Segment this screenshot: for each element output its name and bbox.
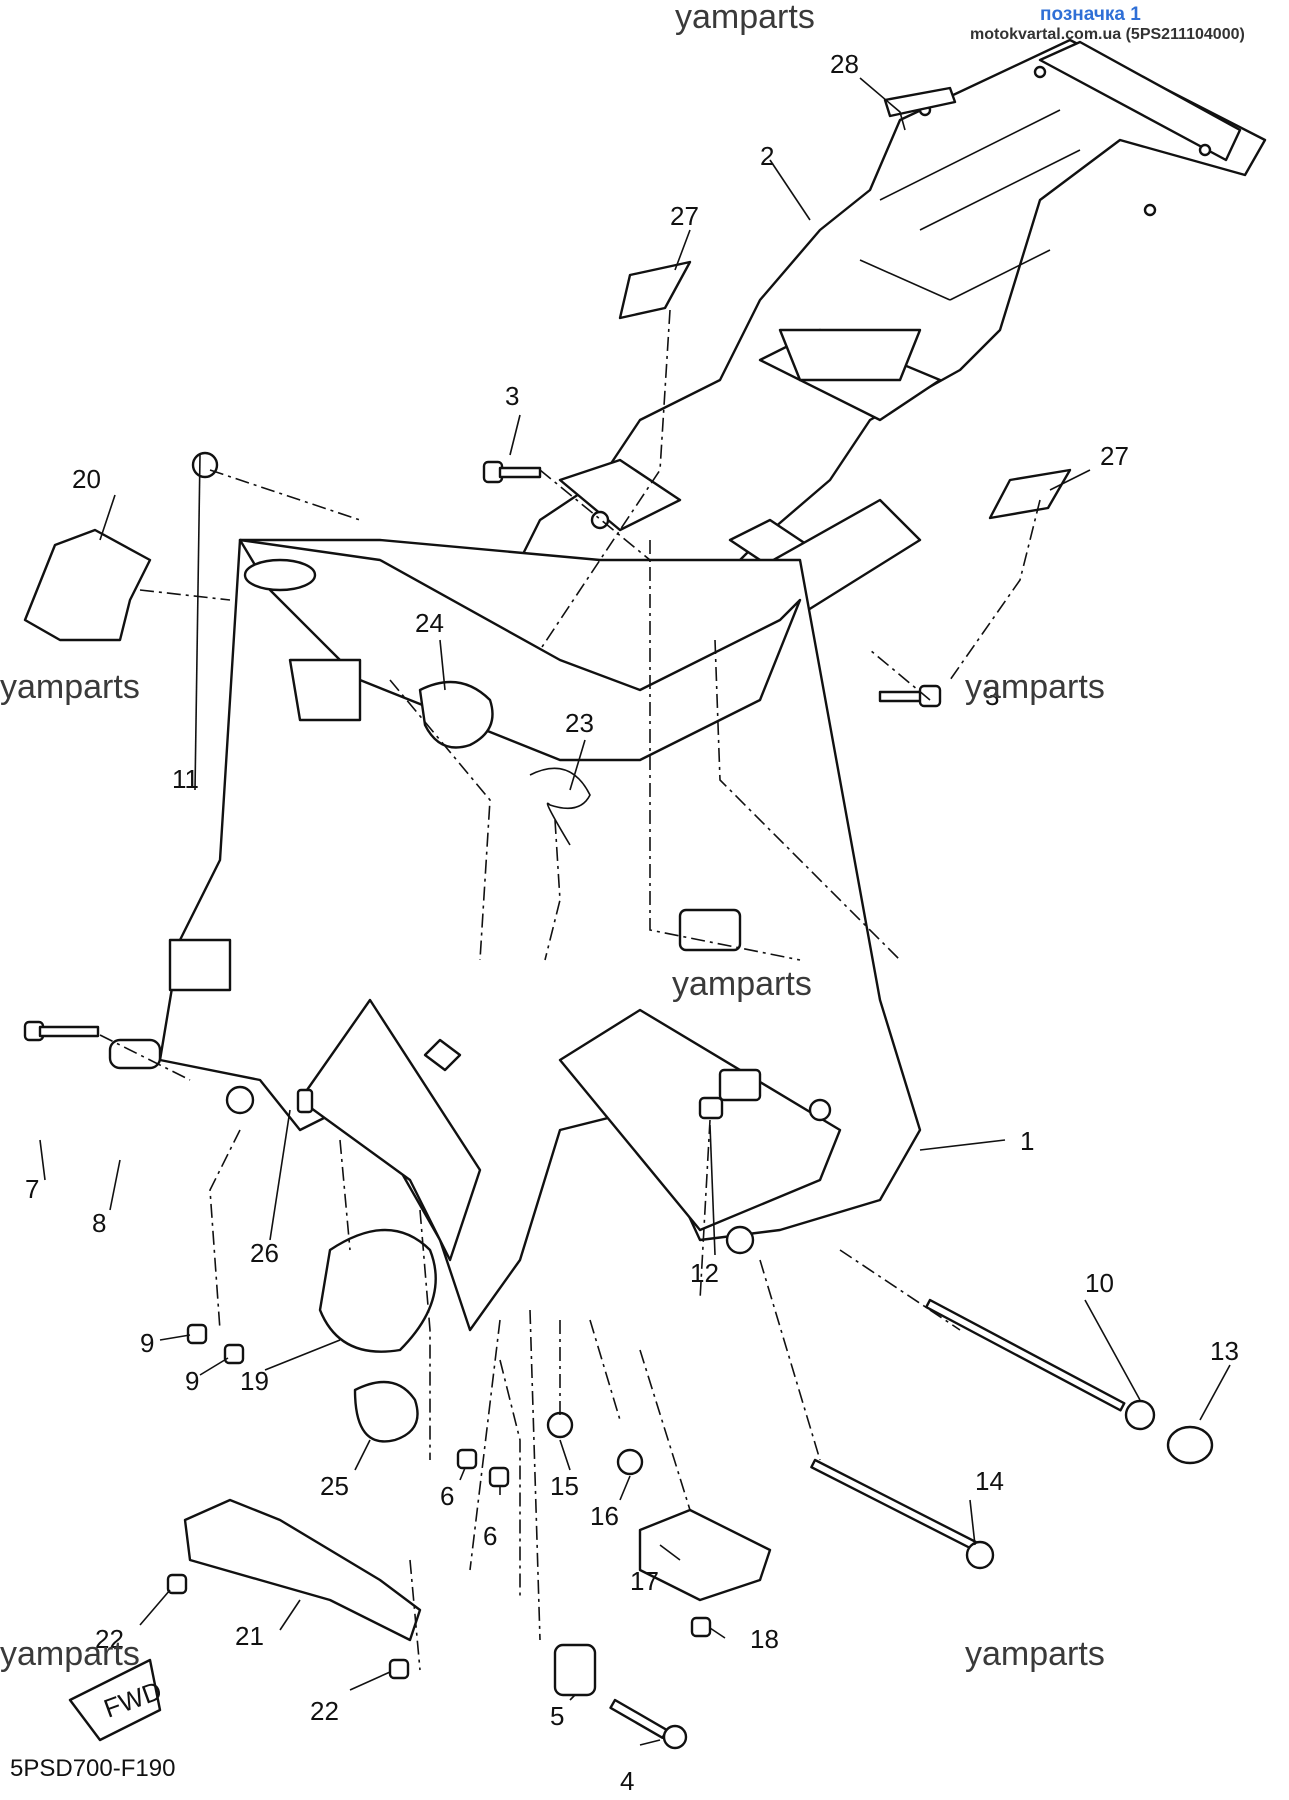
- callout-7: 7: [25, 1174, 39, 1204]
- part-8-collar: [108, 1038, 162, 1070]
- watermark-bottom-right: yamparts: [965, 1635, 1105, 1673]
- part-14-long-bolt: [810, 1458, 995, 1570]
- callout-27-upper: 27: [670, 201, 699, 231]
- callout-15: 15: [550, 1471, 579, 1501]
- part-9-bolt-a: [186, 1323, 208, 1345]
- part-3-bolt-lower: [878, 684, 942, 708]
- callout-13: 13: [1210, 1336, 1239, 1366]
- callout-22-left: 22: [95, 1624, 124, 1654]
- callout-27-right: 27: [1100, 441, 1129, 471]
- callout-10: 10: [1085, 1268, 1114, 1298]
- diagram-code: 5PSD700-F190: [10, 1755, 176, 1782]
- part-7-bolt: [23, 1020, 100, 1042]
- watermarks: yamparts yamparts yamparts yamparts yamp…: [0, 0, 1105, 1673]
- fwd-arrow: [68, 1658, 162, 1742]
- source-label: motokvartal.com.ua (5PS211104000): [970, 26, 1245, 43]
- callout-19: 19: [240, 1366, 269, 1396]
- part-26-fitting: [296, 1088, 314, 1114]
- callout-25: 25: [320, 1471, 349, 1501]
- part-10-long-bolt: [925, 1298, 1156, 1431]
- callout-8: 8: [92, 1208, 106, 1238]
- part-4-bolt: [609, 1698, 688, 1750]
- part-13-cap: [1166, 1425, 1214, 1465]
- leader-lines: [39, 77, 1231, 1746]
- callout-20: 20: [72, 464, 101, 494]
- part-28-pad: [883, 86, 957, 118]
- callout-3-upper: 3: [505, 381, 519, 411]
- part-21-bracket: [183, 1498, 422, 1642]
- callout-9-upper: 9: [140, 1328, 154, 1358]
- callout-18: 18: [750, 1624, 779, 1654]
- part-6-bolt-a: [456, 1448, 478, 1470]
- part-22-bolt-a: [166, 1573, 188, 1595]
- part-20-boot: [23, 528, 152, 642]
- part-11-nut: [191, 451, 219, 479]
- part-15-nut: [546, 1411, 574, 1439]
- part-12-bolt: [698, 1096, 724, 1120]
- callout-28: 28: [830, 49, 859, 79]
- callout-6-left: 6: [440, 1481, 454, 1511]
- watermark-right: yamparts: [965, 668, 1105, 706]
- part-23-cable-tie: [529, 767, 591, 846]
- callout-26: 26: [250, 1238, 279, 1268]
- part-24-clamp: [418, 680, 494, 749]
- part-18-bolt: [690, 1616, 712, 1638]
- callout-14: 14: [975, 1466, 1004, 1496]
- part-3-bolt-upper: [482, 460, 542, 484]
- watermark-top: yamparts: [675, 0, 815, 36]
- part-6-bolt-b: [488, 1466, 510, 1488]
- part-19-cover: [318, 1228, 437, 1353]
- part-25-clip: [353, 1380, 419, 1443]
- callout-22-lower: 22: [310, 1696, 339, 1726]
- watermark-bottom-left: yamparts: [0, 1635, 140, 1673]
- watermark-left: yamparts: [0, 668, 140, 706]
- part-27-label-right: [988, 468, 1072, 520]
- badge-label: позначка 1: [1040, 4, 1141, 25]
- callout-3-lower: 3: [985, 681, 999, 711]
- callout-11: 11: [172, 764, 199, 794]
- callout-9-lower: 9: [185, 1366, 199, 1396]
- rear-subframe: [518, 38, 1267, 642]
- part-27-label-left: [618, 260, 692, 320]
- callout-numbers: 28 2 27 27 3 3 24 23 11 20 1 7 8 26 12 1…: [25, 49, 1239, 1796]
- part-16-nut: [616, 1448, 644, 1476]
- callout-12: 12: [690, 1258, 719, 1288]
- callout-4: 4: [620, 1766, 634, 1796]
- part-9-bolt-b: [223, 1343, 245, 1365]
- watermark-center: yamparts: [672, 965, 812, 1003]
- callout-21: 21: [235, 1621, 264, 1651]
- callout-5: 5: [550, 1701, 564, 1731]
- part-5-spacer: [553, 1643, 597, 1697]
- assembly-lines: [99, 309, 1041, 1671]
- callout-24: 24: [415, 608, 444, 638]
- callout-23: 23: [565, 708, 594, 738]
- callout-16: 16: [590, 1501, 619, 1531]
- callout-6-right: 6: [483, 1521, 497, 1551]
- main-frame: [158, 538, 922, 1332]
- callout-2: 2: [760, 141, 774, 171]
- callout-1: 1: [1020, 1126, 1034, 1156]
- callout-17: 17: [630, 1566, 659, 1596]
- part-22-bolt-b: [388, 1658, 410, 1680]
- part-17-block: [638, 1508, 772, 1602]
